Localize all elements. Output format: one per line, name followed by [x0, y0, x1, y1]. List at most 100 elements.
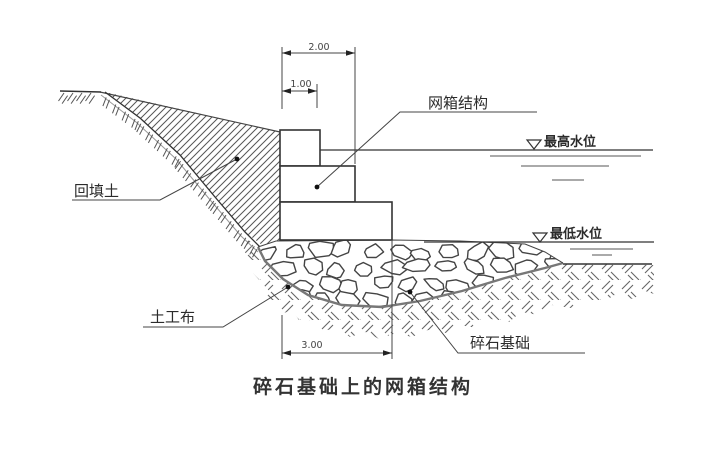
- ground-tick: [240, 237, 247, 247]
- ground-tick: [217, 211, 224, 221]
- ground-tick: [177, 163, 184, 173]
- leader-dot: [234, 156, 240, 162]
- ground-tick: [134, 121, 139, 131]
- dim-arrow: [308, 88, 317, 94]
- low-water-group: 最低水位: [424, 226, 654, 256]
- ground-surface-left: [59, 90, 102, 93]
- ground-tick: [70, 95, 78, 104]
- ground-tick: [76, 92, 83, 102]
- ground-tick: [252, 248, 258, 258]
- ground-tick: [124, 113, 130, 123]
- drawing-title: 碎石基础上的网箱结构: [253, 375, 473, 398]
- stone: [303, 257, 324, 276]
- low-water-label: 最低水位: [550, 226, 602, 242]
- backfill-label: 回填土: [74, 182, 119, 200]
- ground-tick: [61, 95, 69, 104]
- high-water-group: 最高水位: [320, 134, 653, 181]
- stone: [463, 257, 485, 275]
- ground-tick: [153, 139, 160, 149]
- backfill-top-edge: [99, 91, 281, 133]
- ground-tick: [112, 104, 117, 114]
- ground-tick: [197, 188, 205, 197]
- ground-tick: [235, 233, 243, 242]
- dim-upper-width: 2.00: [308, 42, 329, 53]
- ground-tick: [228, 224, 235, 233]
- stone: [353, 261, 373, 277]
- dim-arrow: [346, 50, 355, 56]
- ground-tick: [200, 191, 207, 200]
- ground-tick: [79, 95, 87, 104]
- dim-arrow: [282, 350, 291, 356]
- water-level-icon: [531, 232, 549, 243]
- leader-gabion: [316, 111, 537, 188]
- ground-tick: [249, 246, 255, 255]
- stone: [518, 240, 545, 256]
- ground-tick: [185, 173, 192, 182]
- ground-tick: [208, 200, 215, 209]
- ground-tick: [162, 147, 168, 157]
- ground-tick: [147, 134, 154, 144]
- stone: [374, 275, 394, 289]
- stone: [318, 276, 343, 294]
- leader-dot: [285, 284, 291, 290]
- ground-tick: [156, 142, 162, 152]
- leader-backfill: [72, 158, 238, 201]
- ground-tick: [182, 170, 189, 179]
- dim-base-width: 3.00: [301, 340, 322, 351]
- ground-tick: [212, 205, 219, 215]
- gabion-tier-1: [279, 129, 321, 167]
- ground-tick: [174, 158, 180, 168]
- dim-arrow: [282, 50, 291, 56]
- ground-tick: [220, 214, 227, 224]
- stone: [397, 276, 418, 293]
- ground-tick: [205, 197, 212, 206]
- leader-dot: [314, 184, 320, 190]
- ground-tick: [58, 92, 65, 102]
- dimension-group: [281, 47, 393, 359]
- dim-arrow: [282, 88, 291, 94]
- ground-tick: [102, 97, 107, 107]
- gravel-label: 碎石基础: [470, 334, 530, 352]
- high-water-label: 最高水位: [544, 134, 596, 150]
- leader-dot: [407, 289, 413, 295]
- gabion-tier-2: [279, 165, 356, 203]
- lens-top-edge: [257, 239, 564, 264]
- geotextile-line: [256, 246, 564, 309]
- ground-tick: [225, 221, 232, 230]
- ground-tick: [174, 160, 182, 170]
- stone: [258, 246, 277, 262]
- gabion-tier-3: [279, 201, 393, 241]
- ground-tick: [88, 95, 96, 104]
- ground-tick: [190, 179, 197, 188]
- stone: [363, 243, 385, 259]
- ground-tick: [131, 118, 136, 128]
- ground-tick: [171, 156, 177, 165]
- ground-tick: [85, 92, 92, 102]
- ground-tick-marks: [58, 92, 258, 258]
- geotextile-label: 土工布: [150, 308, 195, 326]
- gabion-label: 网箱结构: [428, 94, 488, 112]
- ground-tick: [192, 182, 199, 191]
- stone: [489, 257, 515, 273]
- ground-tick: [115, 106, 120, 116]
- ground-tick: [233, 230, 240, 239]
- stone: [307, 240, 335, 259]
- dim-arrow: [383, 350, 392, 356]
- leader-geotextile: [143, 286, 289, 328]
- ground-tick: [209, 202, 217, 212]
- leader-gravel: [409, 291, 585, 354]
- ground-tick: [121, 111, 126, 121]
- ground-tick: [165, 150, 171, 160]
- ground-tick: [139, 126, 145, 135]
- stone: [434, 260, 458, 272]
- ground-tick: [136, 123, 142, 133]
- ground-tick: [243, 240, 250, 250]
- leader-group: [72, 111, 585, 354]
- ground-tick: [105, 99, 110, 109]
- stone: [401, 258, 431, 273]
- water-level-icon: [525, 139, 543, 150]
- stone: [325, 261, 345, 279]
- stone: [286, 243, 305, 259]
